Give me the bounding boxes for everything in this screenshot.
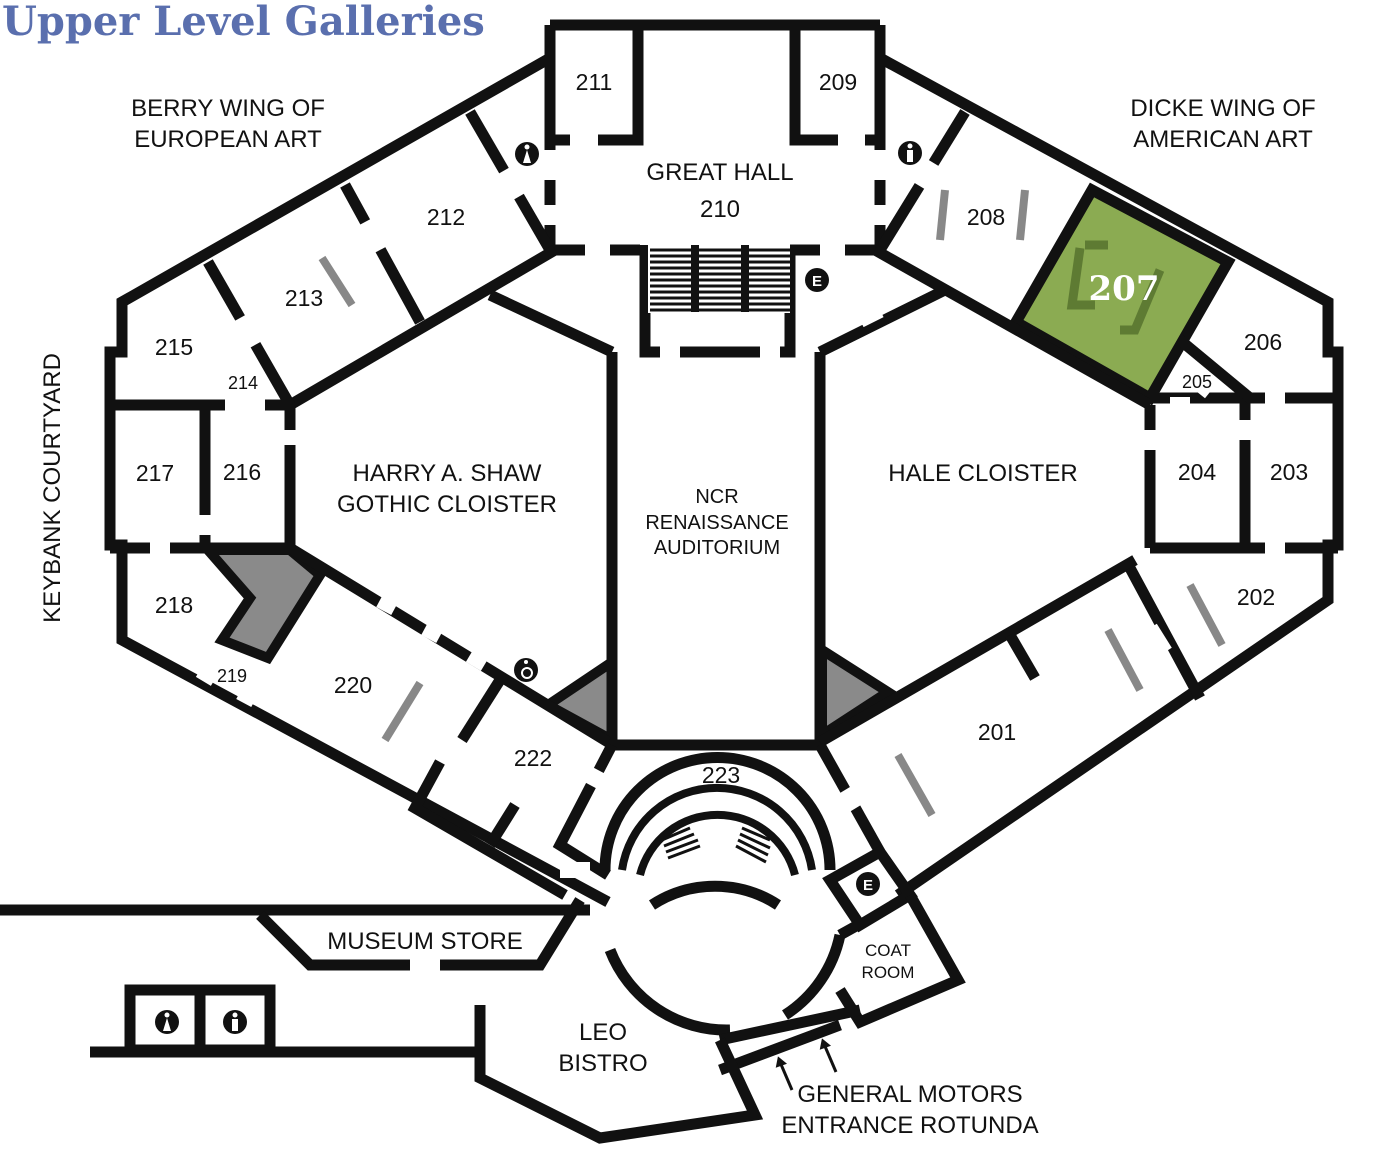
ncr-auditorium-label-3: AUDITORIUM: [654, 537, 780, 559]
ncr-auditorium-label-1: NCR: [695, 486, 738, 508]
room-208-label[interactable]: 208: [967, 204, 1005, 230]
room-223-label[interactable]: 223: [702, 762, 740, 788]
room-203-label[interactable]: 203: [1270, 459, 1308, 485]
great-hall-walls: [550, 25, 880, 751]
entrance-arrows: [775, 1038, 838, 1091]
restroom-men-icon[interactable]: [223, 1010, 247, 1034]
grand-stairs: [648, 245, 790, 313]
restroom-women-icon[interactable]: [155, 1010, 179, 1034]
shaw-cloister-label-1: HARRY A. SHAW: [353, 460, 542, 487]
restroom-men-icon[interactable]: [898, 141, 922, 165]
partition-bars: [318, 189, 1226, 817]
entrance-rotunda-label-2: ENTRANCE ROTUNDA: [781, 1112, 1038, 1139]
page-title: Upper Level Galleries: [2, 0, 485, 45]
room-209-label[interactable]: 209: [819, 69, 857, 95]
museum-store-label: MUSEUM STORE: [327, 928, 523, 955]
room-220-label[interactable]: 220: [334, 672, 372, 698]
leo-bistro-label-2: BISTRO: [558, 1050, 647, 1077]
hale-cloister-label: HALE CLOISTER: [888, 460, 1077, 487]
elevator-icon-label: E: [812, 273, 822, 290]
accessibility-icon[interactable]: [514, 658, 538, 682]
keybank-courtyard-label: KEYBANK COURTYARD: [39, 353, 66, 623]
room-205-label[interactable]: 205: [1182, 372, 1212, 392]
restroom-women-icon[interactable]: [515, 142, 539, 166]
dicke-wing-label-2: AMERICAN ART: [1133, 126, 1313, 153]
room-201-label[interactable]: 201: [978, 719, 1016, 745]
room-202-label[interactable]: 202: [1237, 584, 1275, 610]
room-218-label[interactable]: 218: [155, 592, 193, 618]
shaw-cloister-label-2: GOTHIC CLOISTER: [337, 491, 557, 518]
ncr-auditorium-label-2: RENAISSANCE: [645, 512, 788, 534]
leo-bistro-label-1: LEO: [579, 1019, 627, 1046]
museum-store-walls: [0, 897, 590, 1056]
rotunda-stairs: [661, 826, 771, 864]
room-210-label: 210: [700, 196, 740, 223]
room-222-label[interactable]: 222: [514, 745, 552, 771]
coat-room-label-2: ROOM: [862, 963, 915, 982]
elevator-icon[interactable]: E: [856, 872, 880, 896]
great-hall-label: GREAT HALL: [646, 159, 793, 186]
door-gaps: [150, 132, 1285, 973]
room-219-label[interactable]: 219: [217, 666, 247, 686]
dicke-wing-label-1: DICKE WING OF: [1130, 95, 1315, 122]
room-212-label[interactable]: 212: [427, 204, 465, 230]
room-214-label[interactable]: 214: [228, 373, 258, 393]
room-206-label[interactable]: 206: [1244, 329, 1282, 355]
elevator-icon[interactable]: E: [805, 268, 829, 292]
elevator-icon-label: E: [863, 877, 873, 894]
room-215-label[interactable]: 215: [155, 334, 193, 360]
room-213-label[interactable]: 213: [285, 285, 323, 311]
room-211-label[interactable]: 211: [576, 69, 613, 95]
coat-room-label-1: COAT: [865, 941, 911, 960]
room-207-partitions: [1066, 240, 1165, 335]
shaded-area-west: [196, 545, 327, 665]
room-204-label[interactable]: 204: [1178, 459, 1217, 485]
room-216-label[interactable]: 216: [223, 459, 261, 485]
berry-wing-label-2: EUROPEAN ART: [134, 126, 322, 153]
entrance-rotunda-label-1: GENERAL MOTORS: [797, 1081, 1022, 1108]
berry-wing-label-1: BERRY WING OF: [131, 95, 325, 122]
room-217-label[interactable]: 217: [136, 460, 174, 486]
room-207-label[interactable]: 207: [1089, 269, 1160, 309]
